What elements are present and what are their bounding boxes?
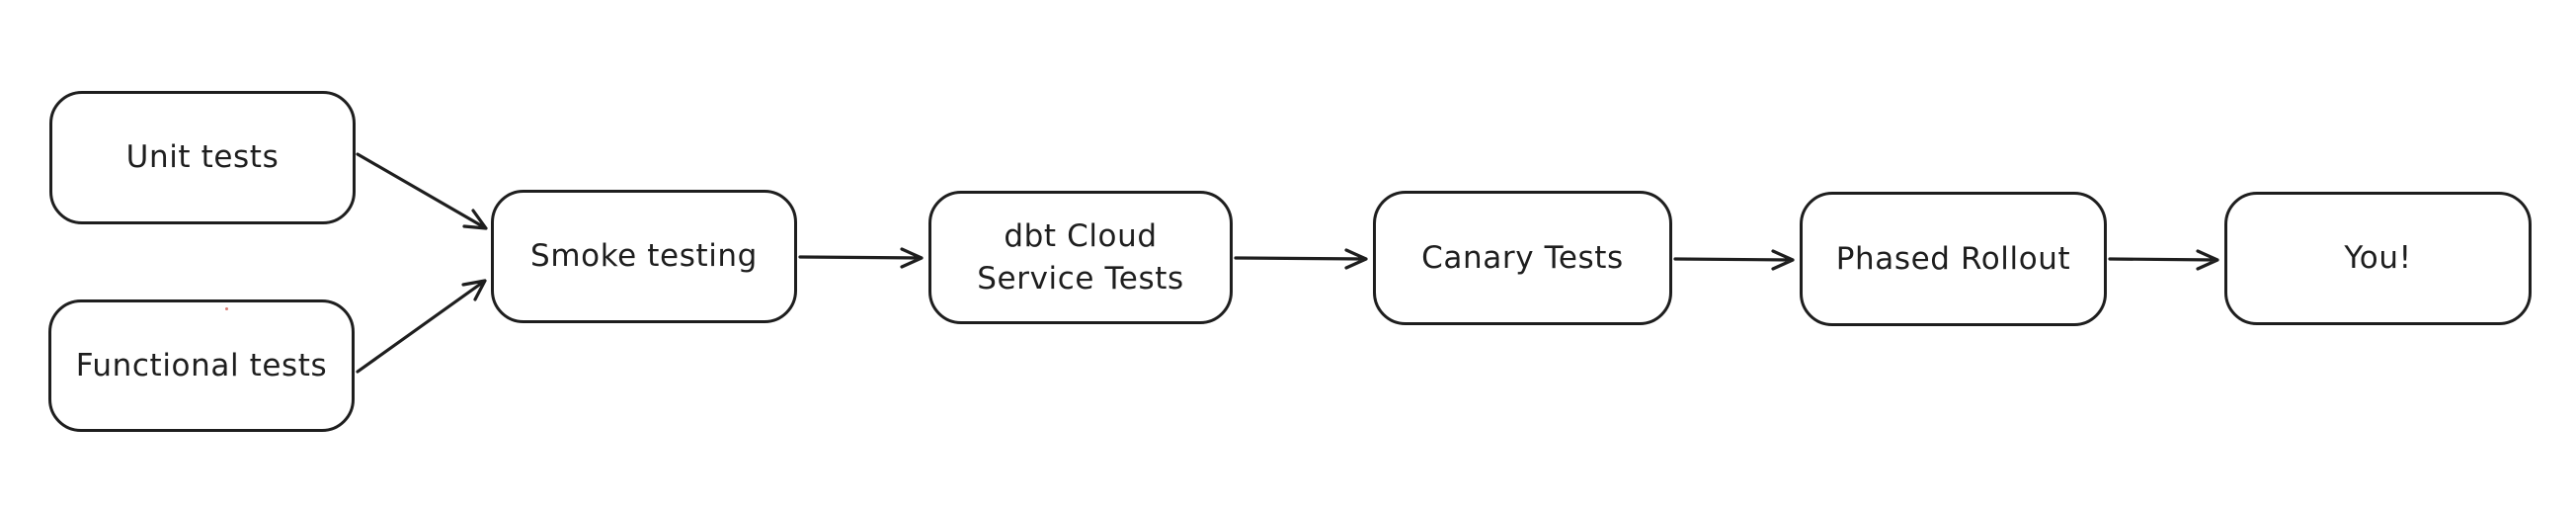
node-unit-tests-label: Unit tests [125,139,280,176]
node-smoke-testing: Smoke testing [491,190,797,323]
node-you: You! [2224,192,2532,325]
node-canary-tests-label: Canary Tests [1421,239,1624,276]
node-smoke-testing-label: Smoke testing [530,238,758,275]
node-unit-tests: Unit tests [49,91,356,224]
edge-smoke-to-dbt [798,247,924,269]
edge-functional-to-smoke [356,279,487,374]
edge-unit-to-smoke [356,152,488,230]
node-functional-tests: Functional tests [48,299,355,432]
edge-phased-to-you [2108,249,2219,271]
red-speck-artifact [225,307,228,310]
node-dbt-cloud-service-tests-label: dbt Cloud Service Tests [977,217,1184,297]
node-dbt-cloud-service-tests: dbt Cloud Service Tests [928,191,1233,324]
node-you-label: You! [2344,240,2412,277]
node-canary-tests: Canary Tests [1373,191,1672,325]
node-functional-tests-label: Functional tests [75,347,328,383]
node-phased-rollout-label: Phased Rollout [1835,240,2071,277]
edge-dbt-to-canary [1234,248,1368,270]
edge-canary-to-phased [1673,249,1795,271]
node-phased-rollout: Phased Rollout [1800,192,2107,326]
